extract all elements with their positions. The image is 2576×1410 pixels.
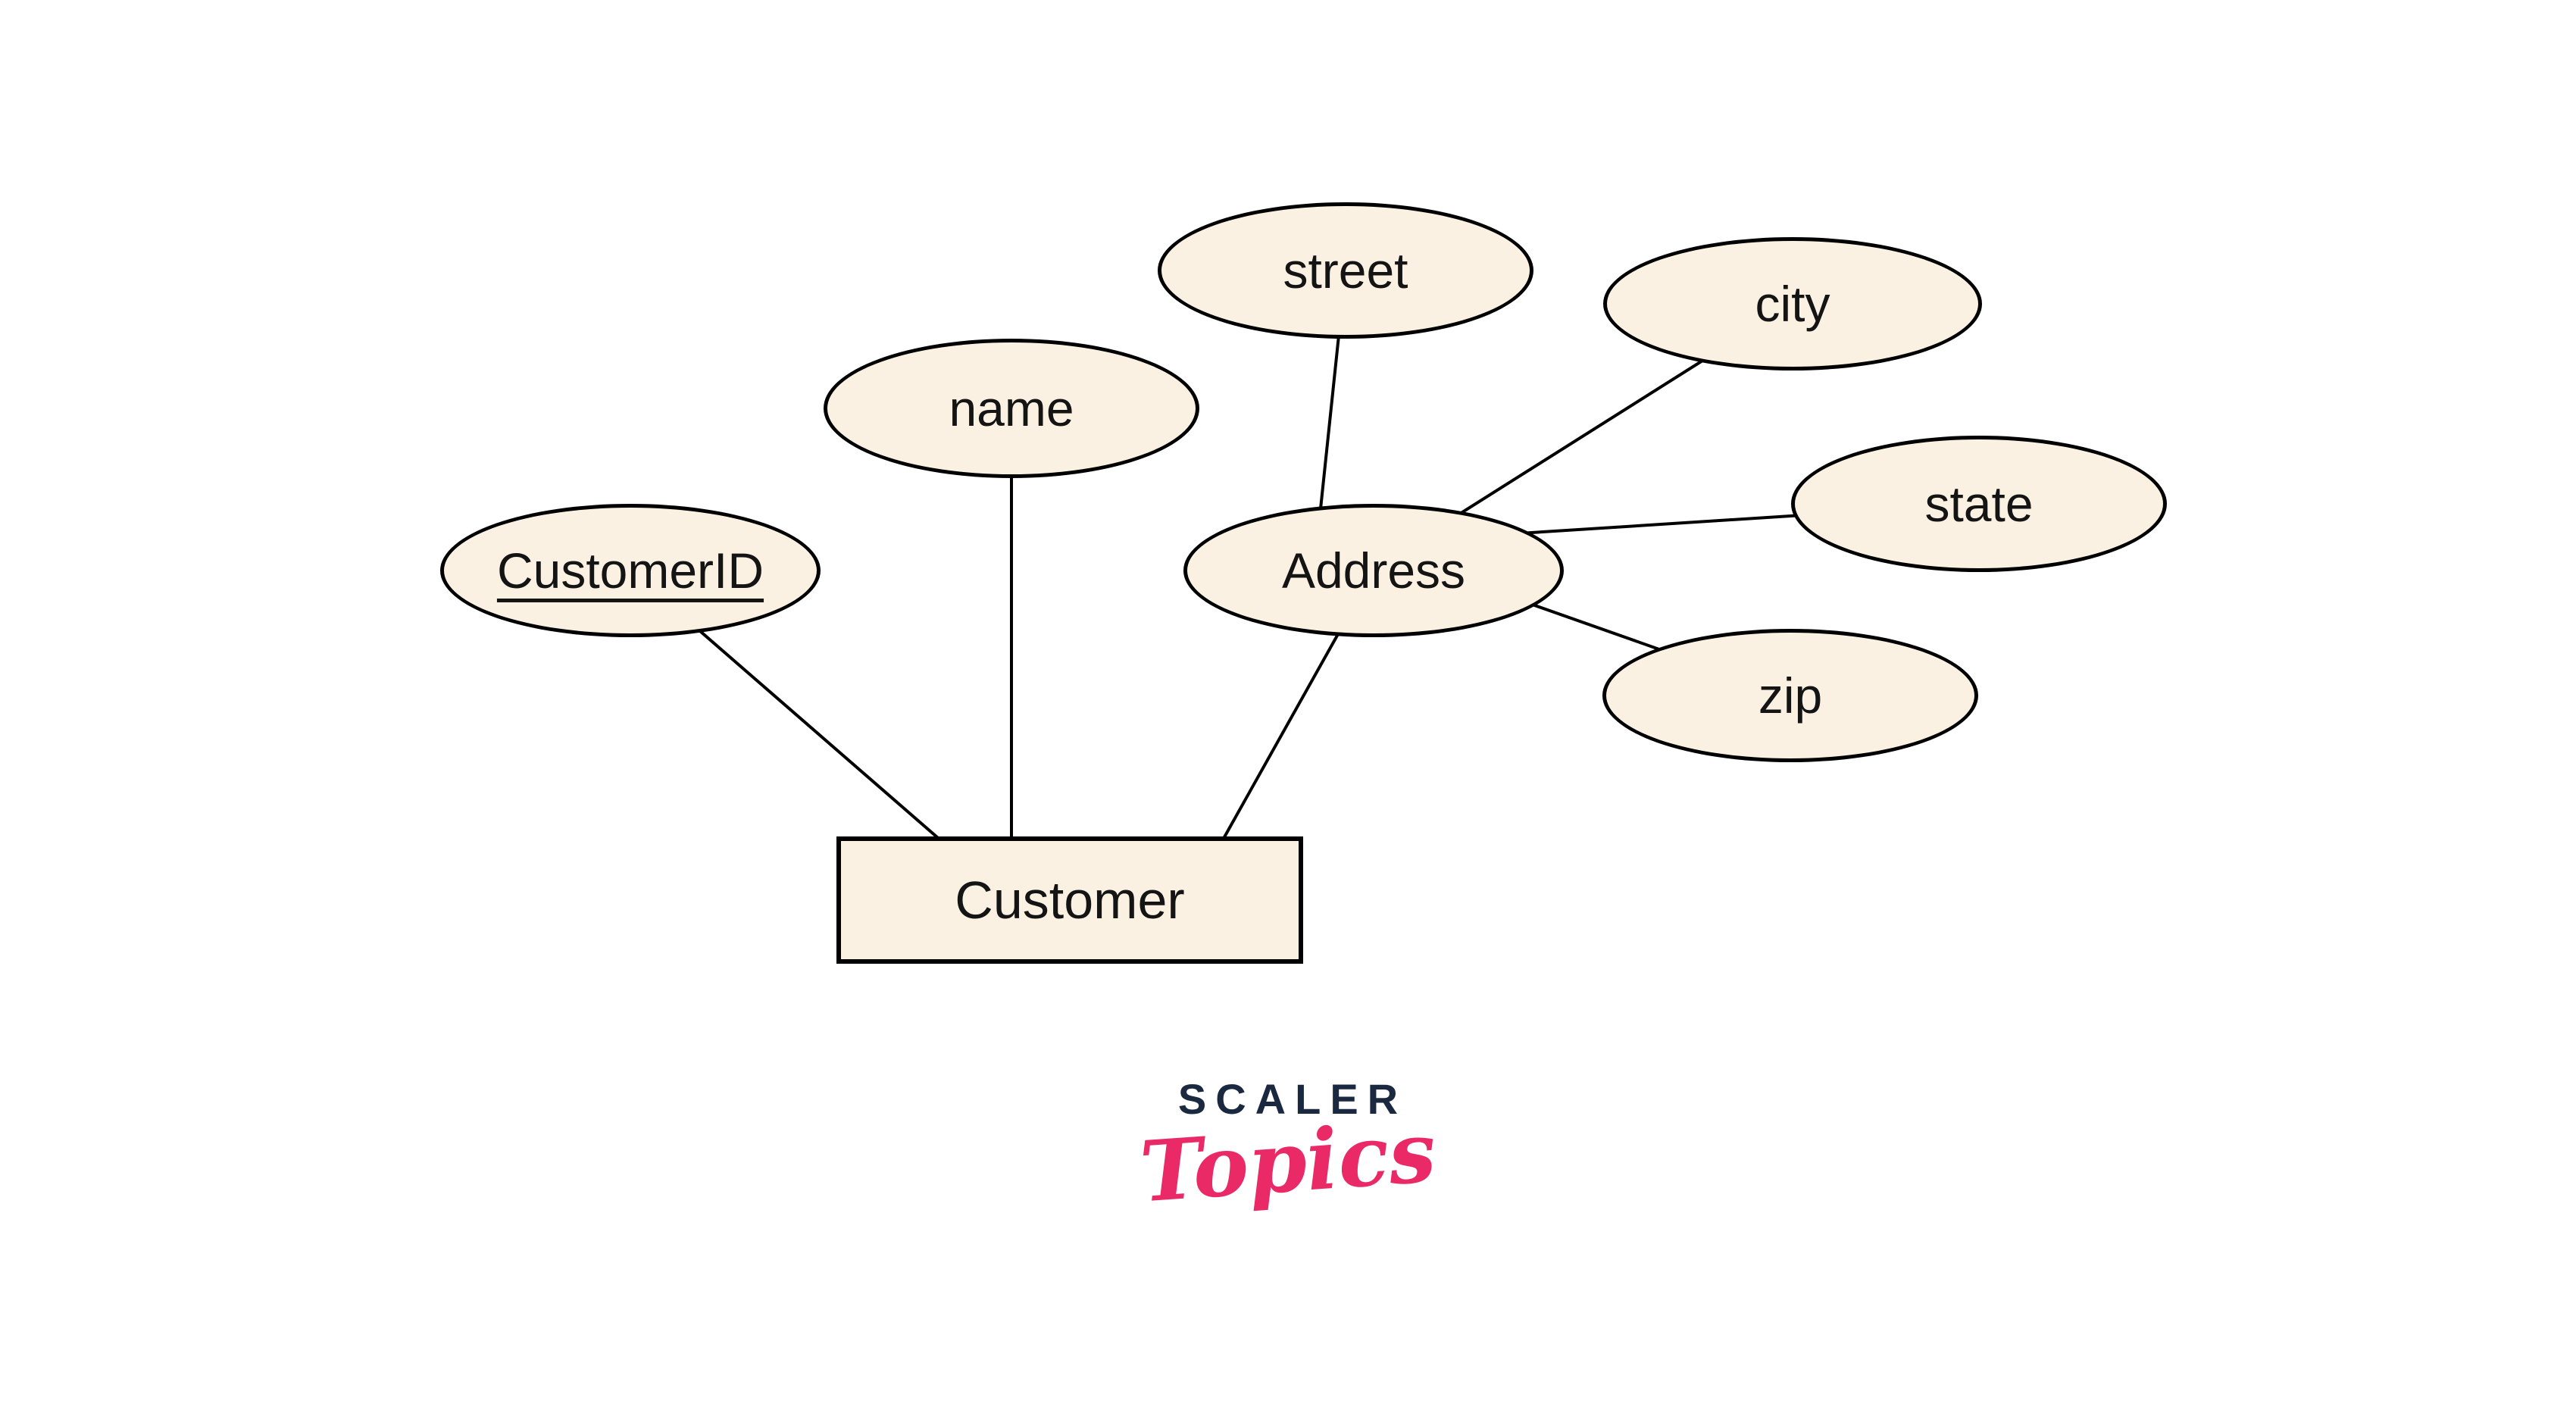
attribute-zip-label: zip bbox=[1758, 667, 1823, 724]
attribute-customer-id-label: CustomerID bbox=[496, 542, 764, 599]
logo-script-text: Topics bbox=[1136, 1102, 1440, 1221]
attribute-street-label: street bbox=[1283, 242, 1408, 299]
attribute-state-label: state bbox=[1924, 476, 2034, 532]
attribute-city: city bbox=[1603, 237, 1982, 370]
attribute-name-label: name bbox=[949, 380, 1074, 436]
attribute-customer-id: CustomerID bbox=[440, 504, 821, 637]
attribute-city-label: city bbox=[1755, 276, 1830, 332]
attribute-zip: zip bbox=[1602, 629, 1978, 762]
attribute-state: state bbox=[1791, 436, 2167, 572]
attribute-street: street bbox=[1158, 202, 1533, 339]
scaler-topics-logo: SCALER Topics bbox=[1136, 1075, 1440, 1221]
attribute-name: name bbox=[824, 339, 1199, 478]
entity-customer: Customer bbox=[836, 836, 1303, 964]
attribute-address-label: Address bbox=[1281, 542, 1466, 599]
logo-wordmark-text: SCALER bbox=[1177, 1075, 1408, 1123]
attribute-address: Address bbox=[1183, 504, 1564, 637]
entity-customer-label: Customer bbox=[955, 871, 1185, 930]
